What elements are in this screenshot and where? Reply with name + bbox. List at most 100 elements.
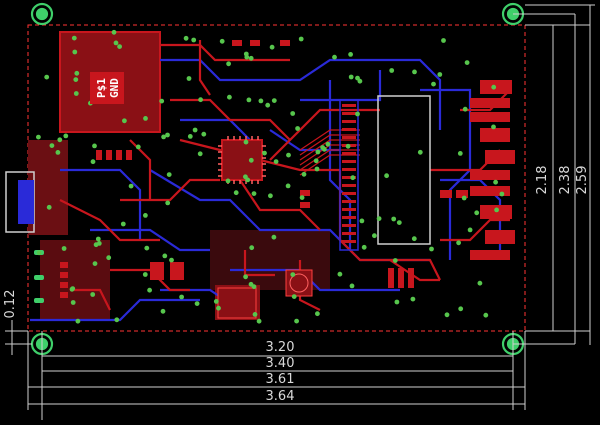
via [295,126,300,131]
via [464,60,470,65]
small-dimension [5,320,32,355]
via [111,29,117,35]
via [483,312,489,318]
via [456,240,461,246]
via [412,69,417,75]
via [142,272,148,277]
via [165,132,170,138]
dim-vertical-3: 2.59 [575,166,590,195]
via [143,116,148,121]
via [90,292,96,297]
via [194,301,200,306]
via [159,98,165,104]
vertical-dimensions [513,4,595,345]
via [248,157,254,163]
via [441,38,446,43]
via [128,183,134,189]
via [192,127,198,133]
via [71,35,77,41]
via [179,294,185,300]
via [166,172,172,178]
via [72,49,78,55]
via [417,149,423,155]
via [227,94,232,100]
via [437,72,443,77]
via [248,55,254,61]
via [246,97,252,103]
via [95,236,101,242]
via [491,124,496,130]
via [286,152,291,158]
via [299,195,305,201]
via [106,255,112,261]
via [461,195,467,201]
via [197,151,203,157]
via [429,246,434,252]
via [187,134,193,139]
left-edge-connector [5,171,35,233]
via [165,200,171,206]
via [337,271,343,277]
via [494,207,499,213]
silk-line1: P$1 [95,78,108,98]
via [350,175,356,181]
via [63,133,69,139]
via [244,54,250,60]
via [258,98,264,104]
via [361,244,367,250]
dim-horizontal-1: 3.20 [266,340,295,355]
via [357,78,363,84]
via [477,280,483,286]
via [314,166,320,172]
via [191,37,197,43]
via [474,210,480,216]
dim-vertical-2: 2.38 [558,166,573,195]
via [384,173,389,179]
via [298,36,304,42]
via [359,218,365,224]
inductor [285,269,313,297]
smd-components [60,40,468,298]
via [92,261,98,266]
via [301,171,307,177]
via [46,204,52,210]
via [315,149,321,155]
via [61,246,67,251]
via [201,131,207,137]
via [285,183,291,189]
via [458,306,464,312]
via [265,102,271,108]
via [491,84,497,90]
via [144,245,150,251]
via [457,151,463,156]
via [213,299,219,304]
via [462,106,468,112]
via [268,193,273,199]
via [44,74,50,80]
via [332,54,337,60]
via [294,318,299,324]
via [271,98,277,103]
via [248,281,254,287]
via [90,159,96,165]
dim-small: 0.12 [3,290,18,319]
via [92,143,97,149]
via [349,283,355,289]
via [251,191,257,197]
via [169,257,174,263]
via [320,145,325,150]
via [147,287,153,293]
via [183,35,189,41]
crystal [217,287,257,319]
dim-horizontal-2: 3.40 [266,356,295,371]
via [493,179,498,185]
via [36,250,42,256]
via [57,137,63,143]
via [96,241,102,246]
via [262,150,267,156]
via [243,274,249,280]
display-connector [339,95,431,251]
via [271,234,277,240]
via [135,144,141,150]
